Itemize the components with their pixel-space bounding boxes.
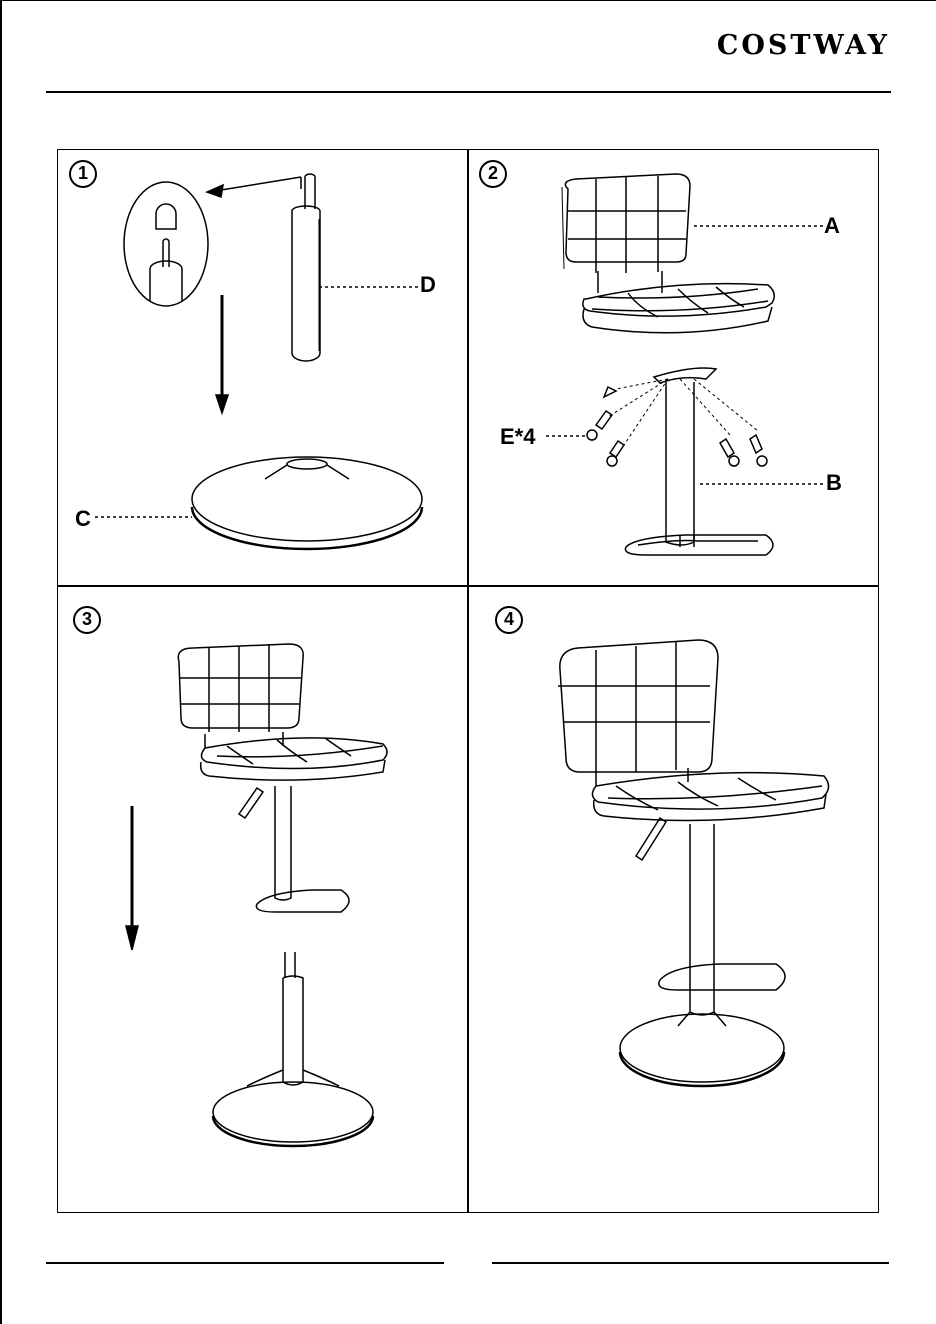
brand-logo: COSTWAY <box>717 30 890 61</box>
page-border <box>0 0 2 1324</box>
detail-magnifier <box>124 182 208 306</box>
footer-rule-left <box>46 1262 444 1264</box>
screw-icons <box>587 387 767 466</box>
page-border-top <box>0 0 936 1</box>
label-d: D <box>420 274 436 296</box>
callout-line <box>215 177 301 191</box>
step-3-illustration <box>57 586 468 1213</box>
cylinder-detail <box>150 261 182 301</box>
stool-top <box>178 644 387 912</box>
base-plate-c <box>192 457 422 549</box>
pin-detail <box>163 239 169 267</box>
label-c: C <box>75 508 91 530</box>
step-1-illustration <box>57 149 468 586</box>
label-e: E*4 <box>500 426 535 448</box>
assembled-stool <box>558 640 829 1086</box>
step-1-panel: 1 D C <box>57 149 468 586</box>
label-a: A <box>824 215 840 237</box>
step-4-illustration <box>468 586 879 1213</box>
down-arrow-head <box>126 926 138 950</box>
socket-detail <box>156 204 176 229</box>
down-arrow-head <box>216 395 228 413</box>
step-2-illustration <box>468 149 879 586</box>
base-with-cylinder <box>213 952 373 1146</box>
step-2-panel: 2 <box>468 149 879 586</box>
footer-rule-right <box>492 1262 889 1264</box>
seat-assembly-a <box>562 174 774 333</box>
screws-e <box>608 379 758 445</box>
step-4-panel: 4 <box>468 586 879 1213</box>
gas-cylinder-d <box>292 174 320 361</box>
label-b: B <box>826 472 842 494</box>
header-rule <box>46 91 891 93</box>
callout-arrowhead <box>207 185 223 197</box>
step-3-panel: 3 <box>57 586 468 1213</box>
post-assembly-b <box>625 368 773 555</box>
